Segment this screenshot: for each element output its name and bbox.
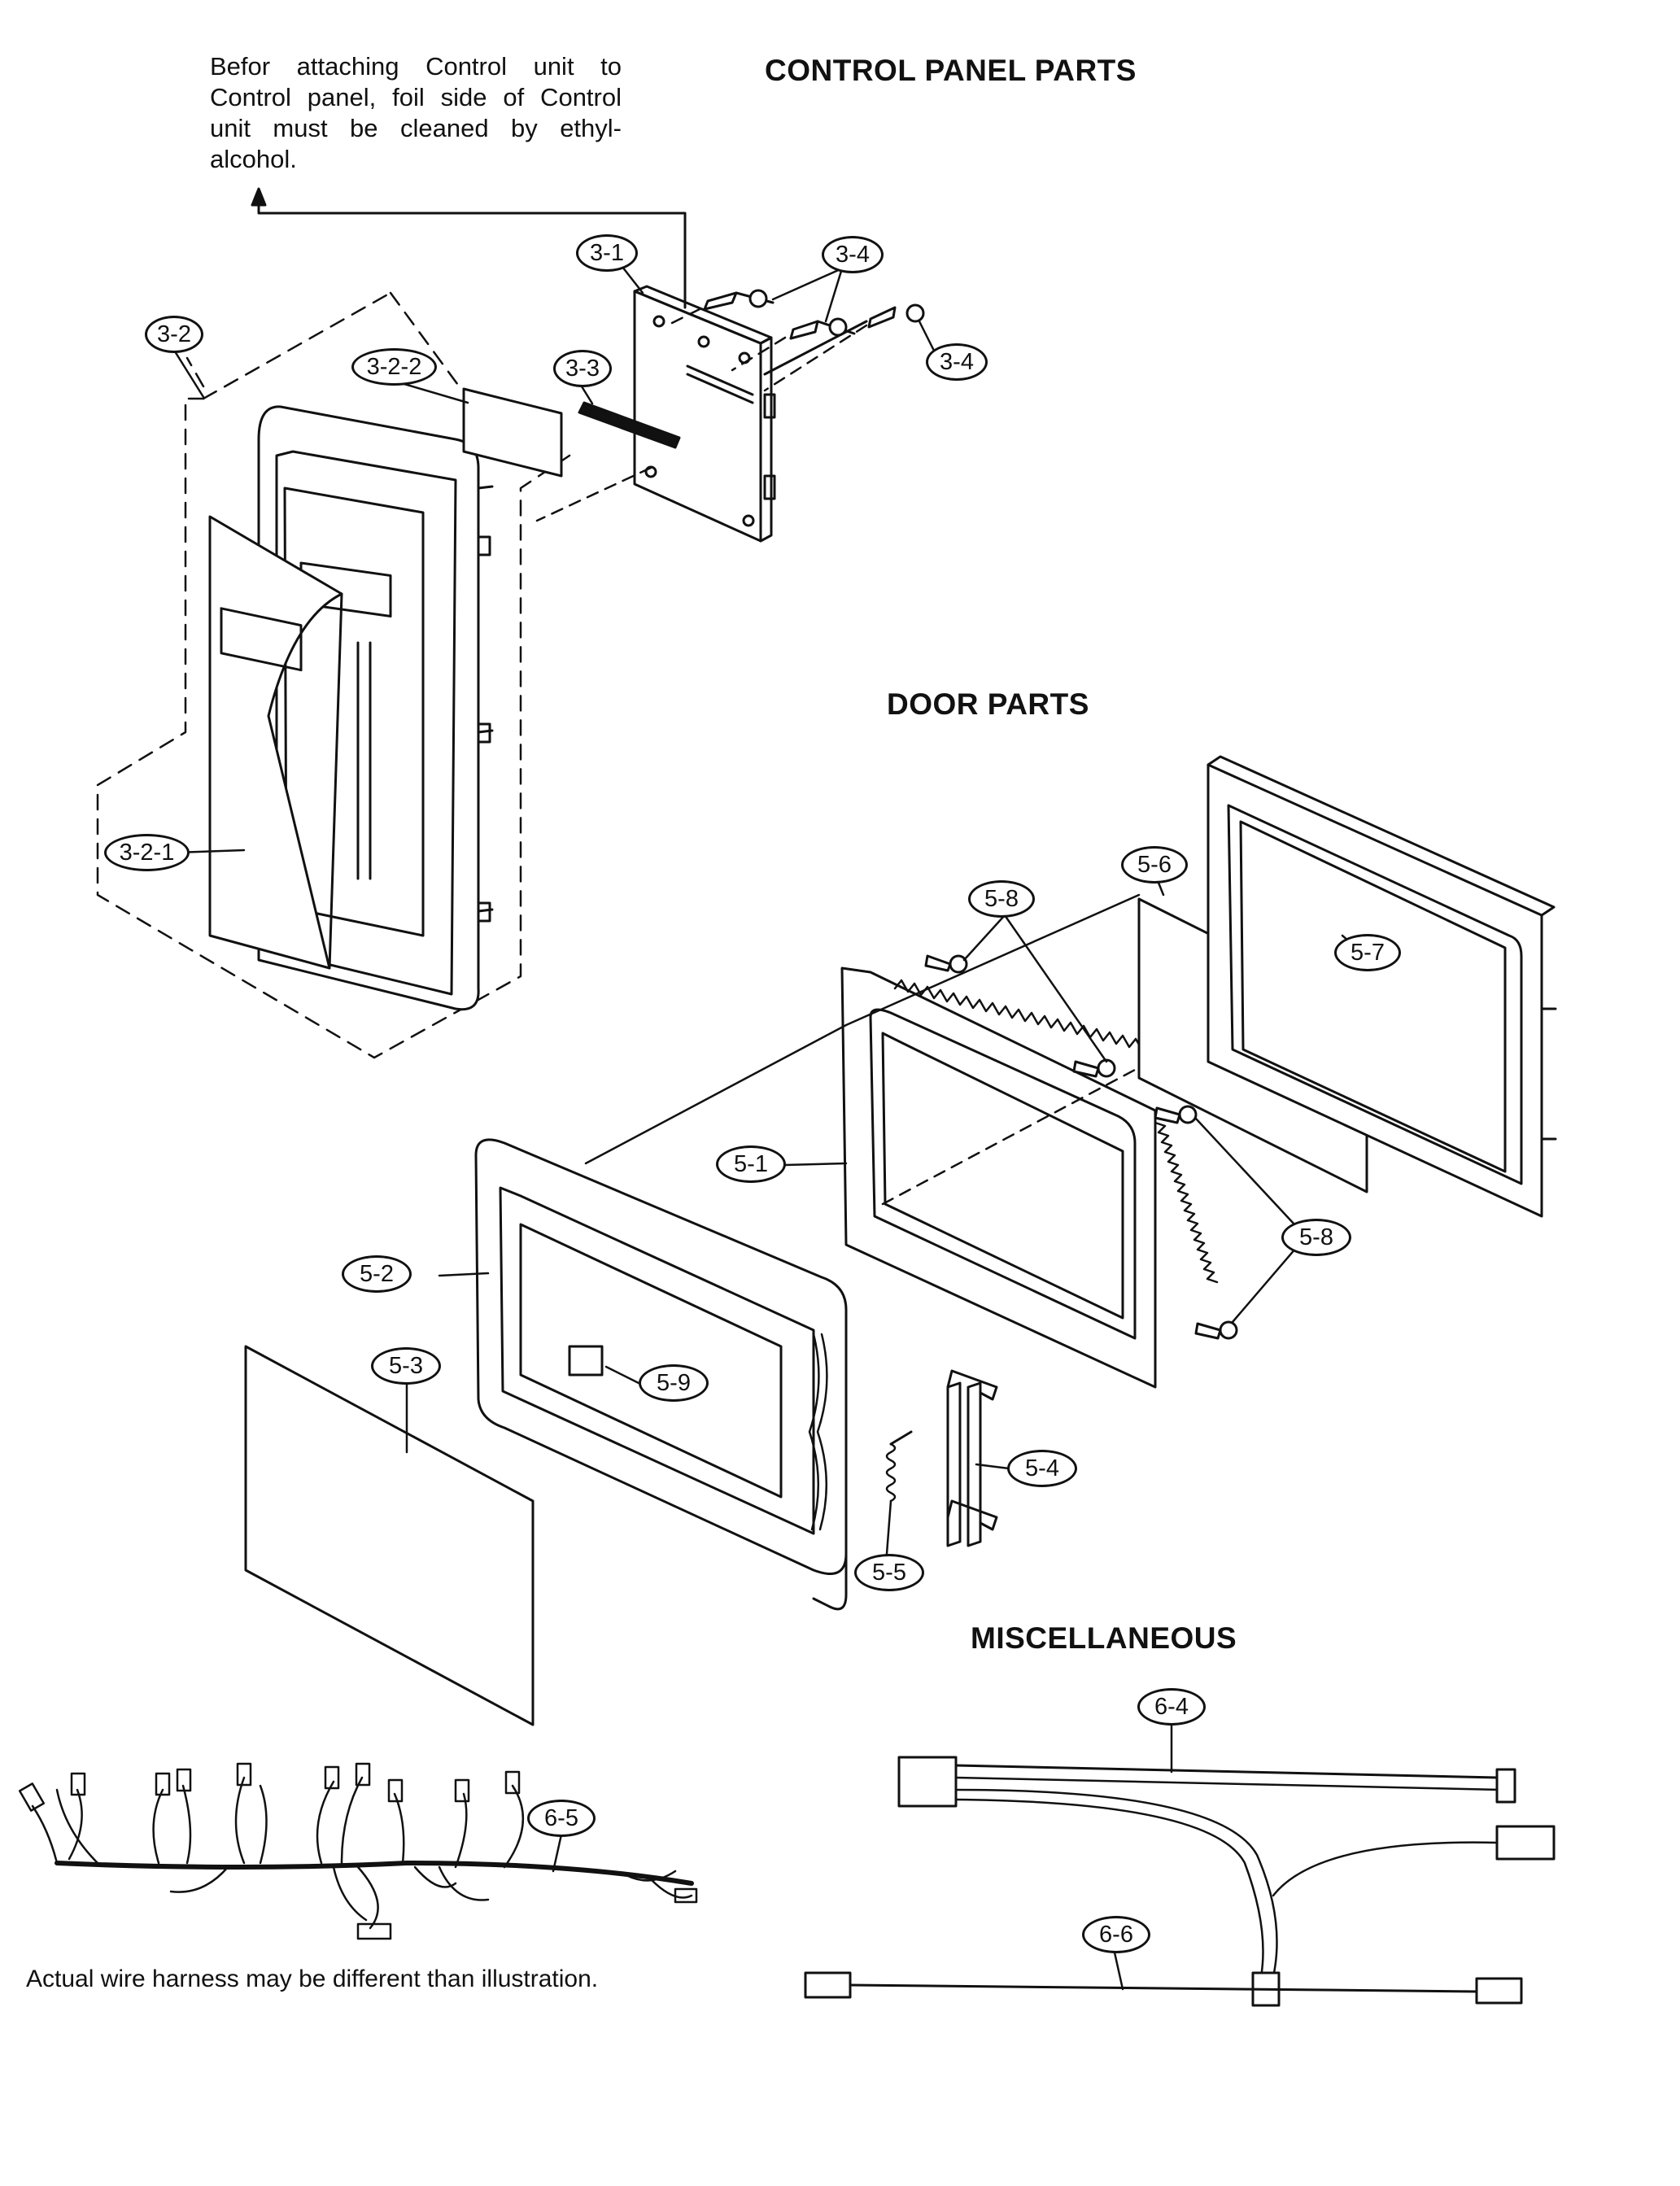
control-unit-board bbox=[633, 285, 776, 543]
callout-3-2-1: 3-2-1 bbox=[104, 834, 190, 871]
wire-6-6 bbox=[804, 1971, 1523, 2005]
callout-3-4a: 3-4 bbox=[822, 236, 884, 273]
control-panel-assembly-outline bbox=[96, 291, 571, 1059]
control-panel-parts-heading: CONTROL PANEL PARTS bbox=[765, 54, 1137, 87]
door-frame bbox=[474, 1138, 848, 1611]
callout-5-6: 5-6 bbox=[1121, 846, 1188, 884]
callout-3-3: 3-3 bbox=[553, 350, 612, 387]
callout-6-4: 6-4 bbox=[1137, 1688, 1206, 1726]
connector-strip bbox=[578, 401, 681, 449]
screw-leader bbox=[763, 320, 868, 376]
door-parts-heading: DOOR PARTS bbox=[887, 687, 1089, 721]
callout-3-2-2: 3-2-2 bbox=[351, 348, 437, 386]
wire-harness bbox=[18, 1762, 698, 1940]
callout-5-3: 5-3 bbox=[371, 1347, 441, 1385]
screws-3-4 bbox=[703, 289, 925, 340]
note-arrow bbox=[251, 187, 687, 309]
callout-5-5: 5-5 bbox=[854, 1554, 924, 1591]
door-glass-panel bbox=[244, 1345, 535, 1726]
callout-6-5: 6-5 bbox=[527, 1800, 596, 1837]
callout-5-4: 5-4 bbox=[1007, 1450, 1077, 1487]
cleaning-note: Befor attaching Control unit to Control … bbox=[210, 52, 622, 173]
choke-cover bbox=[1207, 755, 1557, 1218]
callout-5-7: 5-7 bbox=[1334, 934, 1401, 971]
callout-5-8b: 5-8 bbox=[1281, 1219, 1351, 1256]
wire-6-4 bbox=[897, 1756, 1556, 2007]
callout-5-1: 5-1 bbox=[716, 1145, 786, 1183]
latch-spring bbox=[885, 1430, 913, 1503]
callout-5-9: 5-9 bbox=[639, 1364, 709, 1402]
callout-3-2: 3-2 bbox=[145, 316, 203, 353]
callout-5-8a: 5-8 bbox=[968, 880, 1035, 918]
miscellaneous-heading: MISCELLANEOUS bbox=[971, 1621, 1237, 1655]
callout-5-2: 5-2 bbox=[342, 1255, 412, 1293]
screws-5-8 bbox=[924, 954, 1238, 1340]
door-assembly-lines bbox=[584, 893, 1141, 1206]
label-plate bbox=[462, 387, 563, 478]
latch-head bbox=[946, 1369, 998, 1547]
callout-6-6: 6-6 bbox=[1082, 1916, 1150, 1953]
callout-3-4b: 3-4 bbox=[926, 343, 988, 381]
membrane-sheet bbox=[208, 515, 372, 970]
callout-3-1: 3-1 bbox=[576, 234, 638, 272]
screw-assembly-lines bbox=[535, 308, 868, 522]
harness-caption: Actual wire harness may be different tha… bbox=[26, 1966, 599, 1992]
